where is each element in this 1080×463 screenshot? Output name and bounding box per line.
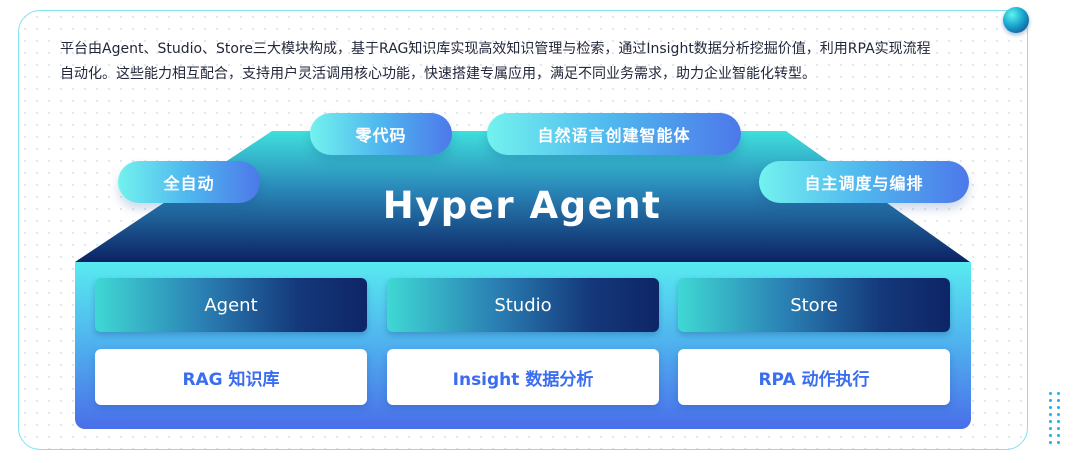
module-label: Agent [204,294,258,316]
platform-title: Hyper Agent [382,184,662,227]
capability-label: RAG 知识库 [182,369,280,390]
dot-column-decoration [1049,392,1052,448]
module-label: Studio [494,294,552,316]
feature-pill-zero-code: 零代码 [310,113,452,155]
feature-label: 零代码 [355,126,407,145]
module-store: Store [678,278,950,332]
module-agent: Agent [95,278,367,332]
intro-line-2: 自动化。这些能力相互配合，支持用户灵活调用核心功能，快速搭建专属应用，满足不同业… [60,66,816,82]
feature-pill-autonomous-orchestration: 自主调度与编排 [759,161,969,203]
capability-insight: Insight 数据分析 [387,349,659,405]
capability-label: RPA 动作执行 [758,369,870,390]
capability-rpa: RPA 动作执行 [678,349,950,405]
feature-pill-full-automation: 全自动 [118,161,260,203]
dot-column-decoration [1057,392,1060,448]
intro-paragraph: 平台由Agent、Studio、Store三大模块构成，基于RAG知识库实现高效… [60,37,1010,87]
capability-label: Insight 数据分析 [452,369,594,390]
feature-label: 自主调度与编排 [804,174,924,193]
module-label: Store [790,294,838,316]
capability-rag: RAG 知识库 [95,349,367,405]
corner-decoration-dot [1003,7,1029,33]
feature-label: 自然语言创建智能体 [537,126,691,145]
module-studio: Studio [387,278,659,332]
intro-line-1: 平台由Agent、Studio、Store三大模块构成，基于RAG知识库实现高效… [60,41,931,57]
feature-pill-nl-agent-creation: 自然语言创建智能体 [487,113,741,155]
feature-label: 全自动 [163,174,215,193]
